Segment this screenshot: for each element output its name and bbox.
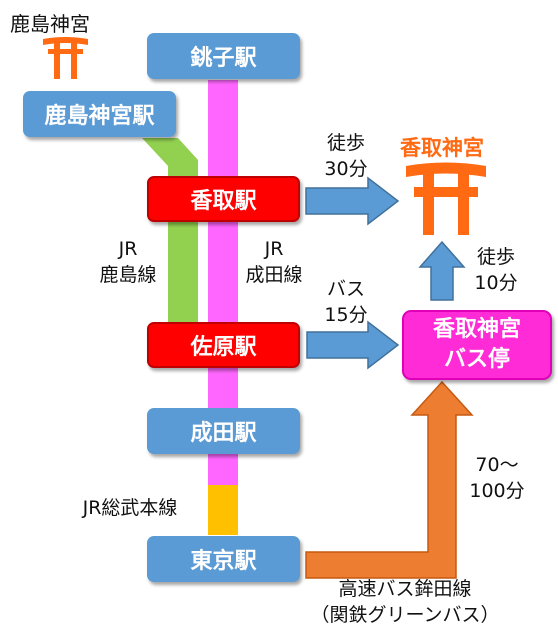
narita-line-band-upper bbox=[208, 80, 238, 180]
bus-stop-label-2: バス停 bbox=[443, 347, 510, 372]
kashima-line-label: JR 鹿島線 bbox=[98, 236, 158, 288]
katori-shrine-label: 香取神宮 bbox=[400, 136, 484, 160]
katori-bus-stop: 香取神宮 バス停 bbox=[402, 310, 552, 380]
kashima-line-label-1: JR bbox=[118, 238, 138, 260]
narita-line-band-lower bbox=[208, 368, 238, 413]
sawara-bus-time: 15分 bbox=[324, 304, 368, 326]
katori-walk-label: 徒歩 30分 bbox=[318, 130, 374, 182]
highway-bus-label: 高速バス鉾田線 （関鉄グリーンバス） bbox=[300, 576, 510, 628]
sobu-line-band bbox=[208, 485, 238, 535]
highway-time-line-1: 70～ bbox=[475, 454, 519, 476]
narita-station: 成田駅 bbox=[147, 408, 300, 454]
kashima-shrine-label: 鹿島神宮 bbox=[10, 12, 90, 36]
katori-station: 香取駅 bbox=[147, 176, 300, 222]
kashima-line-label-2: 鹿島線 bbox=[99, 264, 157, 286]
highway-time-label: 70～ 100分 bbox=[462, 452, 532, 504]
highway-time-line-2: 100分 bbox=[469, 480, 525, 502]
bus-stop-label-1: 香取神宮 bbox=[432, 317, 521, 342]
highway-bus-arrow bbox=[305, 380, 474, 579]
katori-walk-arrow bbox=[305, 176, 400, 226]
narita-line-label-1: JR bbox=[264, 238, 284, 260]
kashima-jingu-station: 鹿島神宮駅 bbox=[23, 91, 176, 137]
narita-line-band-middle bbox=[208, 220, 238, 325]
sawara-bus-mode: バス bbox=[326, 278, 365, 300]
sawara-bus-arrow bbox=[306, 320, 400, 370]
katori-torii-icon bbox=[406, 162, 486, 235]
narita-line-label-2: 成田線 bbox=[245, 264, 303, 286]
katori-walk-time: 30分 bbox=[324, 158, 368, 180]
highway-bus-operator: （関鉄グリーンバス） bbox=[310, 604, 500, 626]
kashima-torii-icon bbox=[43, 37, 88, 79]
busstop-walk-mode: 徒歩 bbox=[476, 246, 515, 268]
tokyo-station: 東京駅 bbox=[147, 536, 300, 582]
choshi-station: 銚子駅 bbox=[147, 33, 300, 79]
busstop-walk-time: 10分 bbox=[474, 272, 518, 294]
narita-line-label: JR 成田線 bbox=[244, 236, 304, 288]
kashima-line-band-diagonal bbox=[142, 138, 198, 180]
sawara-bus-label: バス 15分 bbox=[318, 276, 374, 328]
sobu-line-label: JR総武本線 bbox=[82, 497, 178, 519]
busstop-walk-label: 徒歩 10分 bbox=[468, 244, 524, 296]
busstop-walk-arrow bbox=[418, 240, 466, 301]
highway-bus-name: 高速バス鉾田線 bbox=[338, 578, 472, 600]
narita-line-band-bottom bbox=[208, 453, 238, 487]
kashima-line-band bbox=[168, 220, 198, 325]
sawara-station: 佐原駅 bbox=[147, 322, 300, 368]
katori-walk-mode: 徒歩 bbox=[326, 132, 365, 154]
